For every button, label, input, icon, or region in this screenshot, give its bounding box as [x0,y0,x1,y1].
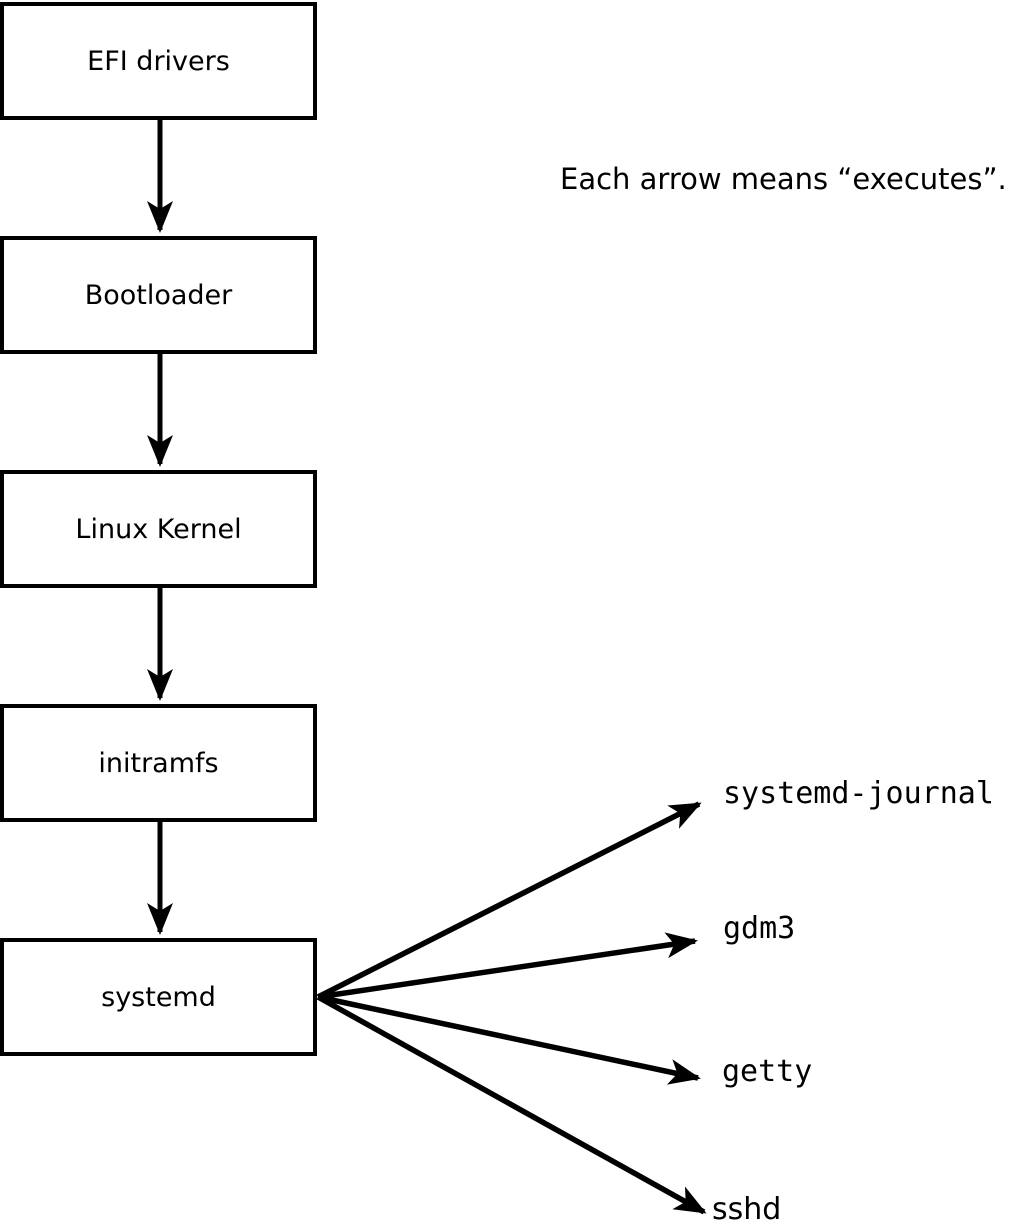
node-initramfs: initramfs [0,704,317,822]
arrow-systemd-to-sshd [316,994,707,1215]
node-systemd: systemd [0,938,317,1056]
arrow-meaning-note: Each arrow means “executes”. [560,162,1007,196]
node-efi-drivers: EFI drivers [0,2,317,120]
node-systemd-label: systemd [101,981,216,1013]
node-efi-drivers-label: EFI drivers [87,45,230,77]
node-bootloader: Bootloader [0,236,317,354]
branch-label-getty: getty [722,1054,813,1089]
node-linux-kernel-label: Linux Kernel [75,513,242,545]
node-initramfs-label: initramfs [98,747,219,779]
arrow-systemd-to-gdm3 [317,932,698,1000]
branch-label-systemd-journal: systemd-journal [723,776,994,811]
arrow-systemd-to-getty [317,994,701,1085]
branch-label-sshd: sshd [712,1192,782,1227]
node-linux-kernel: Linux Kernel [0,470,317,588]
branch-label-gdm3: gdm3 [723,911,796,946]
node-bootloader-label: Bootloader [84,279,233,311]
arrow-systemd-to-journal [316,801,702,1000]
